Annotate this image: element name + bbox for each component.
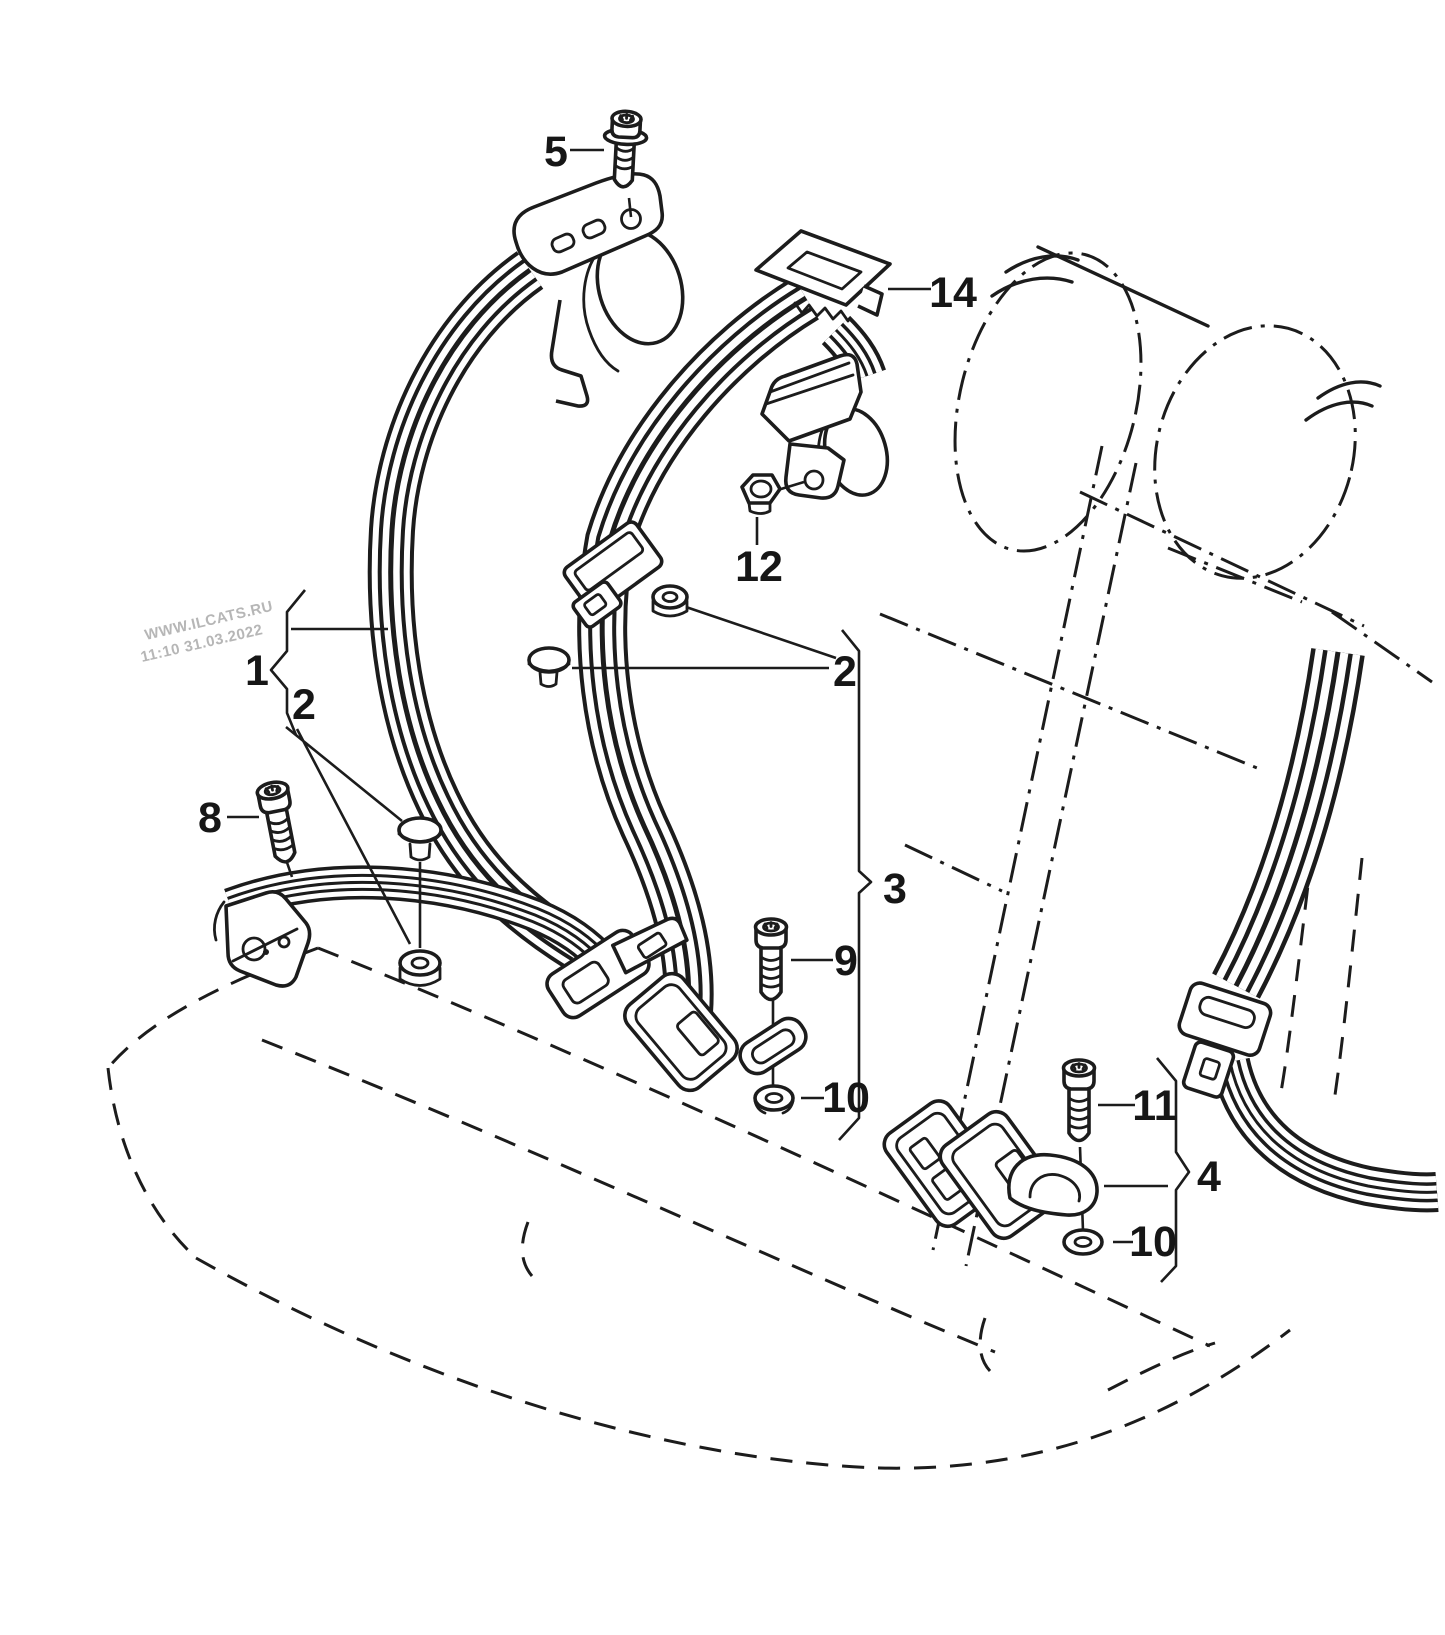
trim-grommet-centre xyxy=(651,584,689,618)
leader-2-left xyxy=(285,725,412,945)
brace-3 xyxy=(838,629,873,1141)
trim-grommet-left xyxy=(398,949,442,987)
belt-height-adjuster xyxy=(562,520,664,629)
callout-10-right-label: 10 xyxy=(1129,1218,1177,1266)
washer-right xyxy=(1062,1228,1104,1256)
washer-centre xyxy=(753,1084,795,1115)
leader-2-right xyxy=(572,605,837,670)
callouts: 5 14 12 2 1 2 8 9 10 3 11 4 10 xyxy=(198,128,1221,1283)
retractor-outer xyxy=(512,172,685,408)
brace-4 xyxy=(1155,1057,1191,1283)
anchor-loop xyxy=(738,1016,808,1076)
callout-10-centre-label: 10 xyxy=(822,1074,870,1122)
callout-12-label: 12 xyxy=(735,543,783,591)
centre-belt-assembly xyxy=(562,229,892,1115)
callout-3-label: 3 xyxy=(883,865,907,913)
latch-plate-right xyxy=(1177,981,1273,1099)
bracket-1 xyxy=(269,589,307,736)
callout-14-label: 14 xyxy=(929,269,977,317)
hex-nut xyxy=(740,473,782,515)
latch-tongue xyxy=(545,916,689,1020)
callout-8-label: 8 xyxy=(198,794,222,842)
belt-guide-top xyxy=(754,229,892,323)
fasteners-and-trim xyxy=(254,108,1104,1256)
screw-9 xyxy=(753,917,789,1002)
headrests xyxy=(953,245,1382,580)
callout-1-label: 1 xyxy=(245,647,269,695)
buckle-centre xyxy=(623,971,739,1093)
callout-9-label: 9 xyxy=(834,937,858,985)
floor-anchor-fitting xyxy=(213,890,312,988)
side-belt-right xyxy=(1177,652,1437,1192)
screw-11 xyxy=(1061,1058,1097,1143)
callout-5-label: 5 xyxy=(544,128,568,176)
trim-button-left xyxy=(397,816,443,862)
callout-2-left-label: 2 xyxy=(292,681,316,729)
retractor-centre xyxy=(760,352,890,500)
anchor-hook xyxy=(1007,1152,1099,1217)
outer-belt-assembly xyxy=(213,172,689,1020)
trim-button-centre xyxy=(527,646,571,688)
callout-2-right-label: 2 xyxy=(833,648,857,696)
callout-4-label: 4 xyxy=(1197,1153,1221,1201)
screw-8 xyxy=(254,777,304,867)
callout-11-label: 11 xyxy=(1132,1082,1177,1130)
seat-bench-outline xyxy=(106,946,1291,1470)
